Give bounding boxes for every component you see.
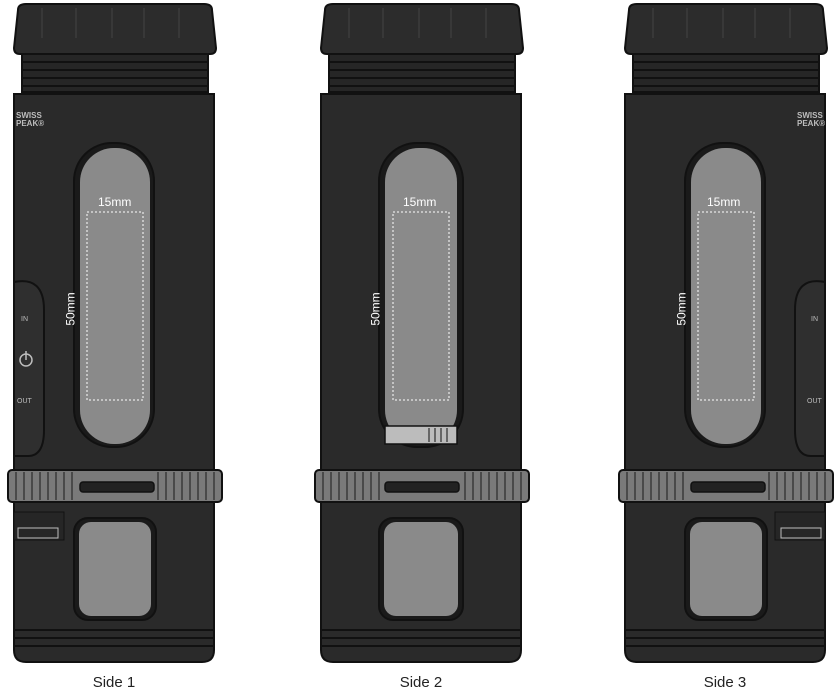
brand-line1: SWISS xyxy=(797,111,823,120)
view-caption: Side 2 xyxy=(399,674,443,691)
brand-line2: PEAK® xyxy=(797,119,826,128)
brand-line1: SWISS xyxy=(16,111,42,120)
brand-line2: PEAK® xyxy=(16,119,45,128)
print-area-height-label: 50mm xyxy=(674,292,689,326)
device-side-1: SWISS PEAK® IN OUT 15mm 50mm Side 1 xyxy=(4,0,224,694)
side-label-in: IN xyxy=(811,316,818,323)
side-label-out: OUT xyxy=(807,398,822,405)
device-side-3: SWISS PEAK® IN OUT 15mm 50mm Side 3 xyxy=(615,0,835,694)
brand-logo: SWISS PEAK® xyxy=(16,112,44,128)
print-area-height-label: 50mm xyxy=(368,292,383,326)
print-area-width-label: 15mm xyxy=(98,195,132,209)
device-illustration xyxy=(314,3,530,663)
side-label-out: OUT xyxy=(17,398,32,405)
brand-logo: SWISS PEAK® xyxy=(797,112,825,128)
print-area-width-label: 15mm xyxy=(403,195,437,209)
side-label-in: IN xyxy=(21,316,28,323)
view-caption: Side 1 xyxy=(92,674,136,691)
device-illustration xyxy=(618,3,834,663)
device-side-2: 15mm 50mm Side 2 xyxy=(311,0,531,694)
print-area-width-label: 15mm xyxy=(707,195,741,209)
print-area-height-label: 50mm xyxy=(63,292,78,326)
device-illustration xyxy=(7,3,223,663)
view-caption: Side 3 xyxy=(703,674,747,691)
